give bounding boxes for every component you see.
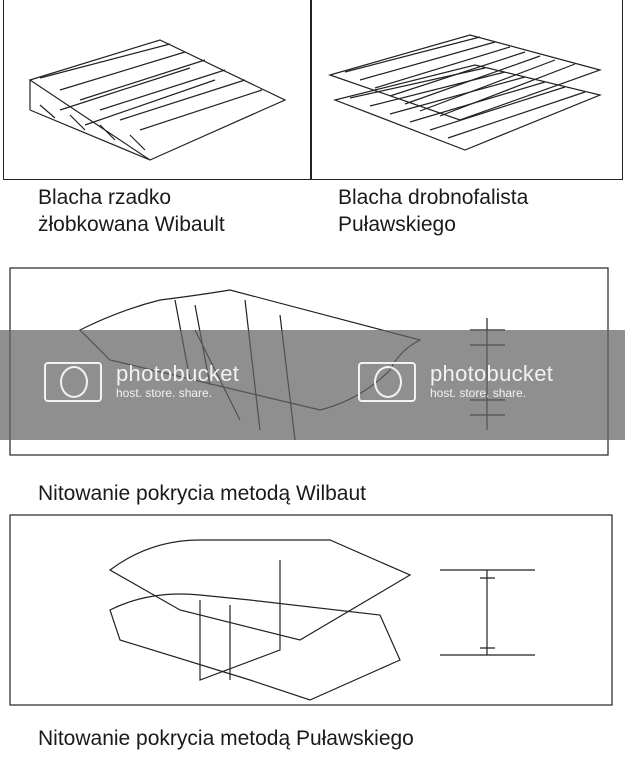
watermark-tagline: host. store. share. bbox=[430, 386, 527, 400]
watermark-brand: photobucket bbox=[430, 361, 554, 386]
watermark-right: photobucket host. store. share. bbox=[358, 362, 553, 402]
wibault-corrugated-sheet-drawing bbox=[28, 39, 287, 161]
pulawski-fine-corrugated-sheet-drawing bbox=[328, 34, 603, 151]
caption-wibault-sheet: Blacha rzadko żłobkowana Wibault bbox=[38, 184, 225, 238]
caption-line: Blacha drobnofalista bbox=[338, 186, 529, 209]
caption-pulawski-sheet: Blacha drobnofalista Puławskiego bbox=[338, 184, 528, 238]
caption-wilbaut-riveting: Nitowanie pokrycia metodą Wilbaut bbox=[38, 482, 366, 505]
caption-line: żłobkowana Wibault bbox=[38, 213, 225, 236]
watermark-brand: photobucket bbox=[116, 361, 240, 386]
camera-icon bbox=[44, 362, 102, 402]
caption-line: Blacha rzadko bbox=[38, 186, 172, 209]
wibault-sheet-figure-frame bbox=[3, 0, 312, 180]
watermark-tagline: host. store. share. bbox=[116, 386, 213, 400]
pulawski-riveting-drawing bbox=[108, 539, 535, 701]
caption-line: Puławskiego bbox=[338, 213, 456, 236]
watermark-band bbox=[0, 330, 625, 440]
pulawski-figure-frame bbox=[9, 514, 613, 706]
pulawski-sheet-figure-frame bbox=[310, 0, 623, 180]
camera-icon bbox=[358, 362, 416, 402]
caption-pulawski-riveting: Nitowanie pokrycia metodą Puławskiego bbox=[38, 727, 414, 750]
watermark-left: photobucket host. store. share. bbox=[44, 362, 239, 402]
